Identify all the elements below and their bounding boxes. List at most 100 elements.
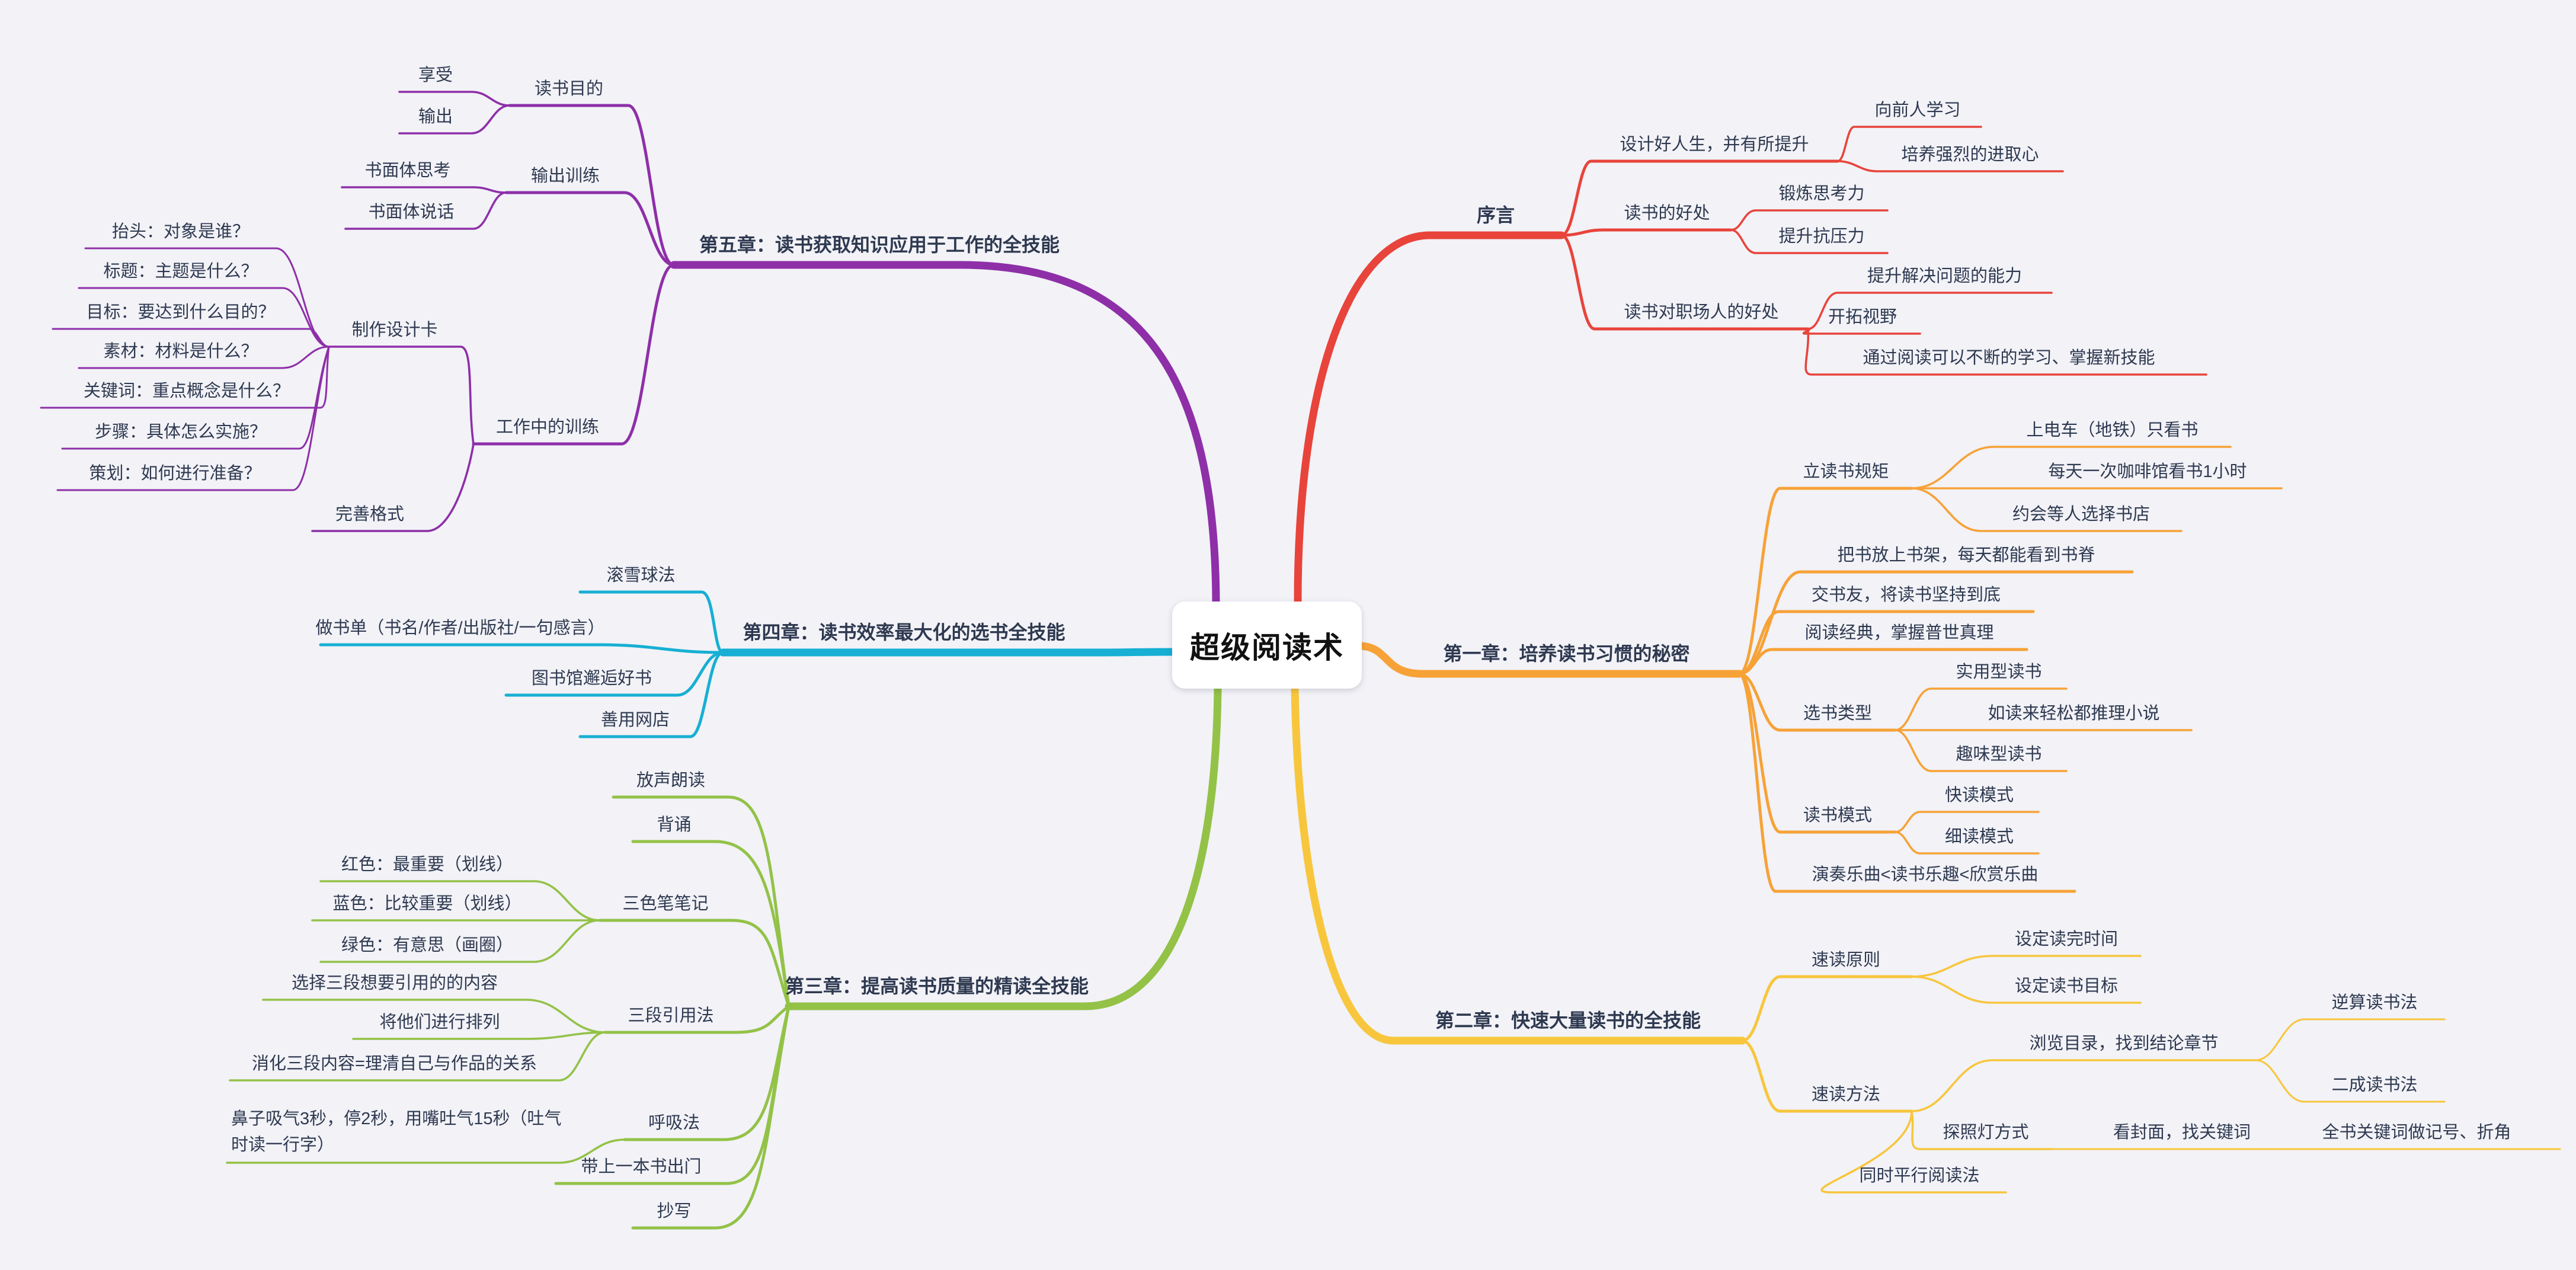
mind-node[interactable]: 演奏乐曲<读书乐趣<欣赏乐曲 xyxy=(1812,865,2039,884)
mind-node[interactable]: 读书对职场人的好处 xyxy=(1624,303,1779,322)
mind-node[interactable]: 二成读书法 xyxy=(2331,1076,2418,1095)
mind-node[interactable]: 鼻子吸气3秒，停2秒，用嘴吐气15秒（吐气时读一行字） xyxy=(231,1109,562,1154)
mind-node[interactable]: 三色笔笔记 xyxy=(622,894,709,913)
branch-edge xyxy=(472,263,676,446)
mind-node[interactable]: 设定读书目标 xyxy=(2014,977,2118,996)
branch-edge xyxy=(1894,811,2040,833)
branch-edge xyxy=(508,104,676,267)
mind-node[interactable]: 选择三段想要引用的的内容 xyxy=(291,974,498,993)
branch-edge xyxy=(1737,672,2076,893)
mind-node[interactable]: 提升抗压力 xyxy=(1778,227,1865,246)
mind-node[interactable]: 呼吸法 xyxy=(648,1114,700,1133)
central-topic[interactable]: 超级阅读术 xyxy=(1172,602,1362,689)
mind-node[interactable]: 实用型读书 xyxy=(1956,663,2042,682)
branch-edge xyxy=(319,643,725,654)
mind-node[interactable]: 速读方法 xyxy=(1811,1085,1880,1104)
mind-node[interactable]: 探照灯方式 xyxy=(1943,1123,2029,1142)
branch-label-chapter-1[interactable]: 第一章：培养读书习惯的秘密 xyxy=(1443,643,1690,664)
branch-edge xyxy=(78,287,330,348)
mind-node[interactable]: 素材：材料是什么？ xyxy=(103,342,258,361)
mind-node[interactable]: 步骤：具体怎么实施？ xyxy=(94,423,267,442)
mind-node[interactable]: 图书馆邂逅好书 xyxy=(531,669,652,688)
branch-edge xyxy=(328,346,475,445)
branch-edge xyxy=(1730,209,1889,231)
branch-edge xyxy=(578,651,725,738)
mind-node[interactable]: 书面体说话 xyxy=(368,203,455,222)
branch-edge xyxy=(229,1031,606,1082)
mind-node[interactable]: 红色：最重要（划线） xyxy=(341,855,513,874)
mind-node[interactable]: 三段引用法 xyxy=(628,1006,714,1025)
mind-node[interactable]: 设计好人生，并有所提升 xyxy=(1620,135,1809,154)
mind-node[interactable]: 做书单（书名/作者/出版社/一句感言） xyxy=(315,619,605,638)
mind-node[interactable]: 细读模式 xyxy=(1944,827,2014,846)
mind-node[interactable]: 逆算读书法 xyxy=(2331,993,2418,1012)
mind-node[interactable]: 向前人学习 xyxy=(1874,101,1961,120)
mind-node[interactable]: 浏览目录，找到结论章节 xyxy=(2029,1034,2219,1053)
mind-node[interactable]: 背诵 xyxy=(657,815,692,834)
mind-node[interactable]: 同时平行阅读法 xyxy=(1859,1166,1980,1185)
mind-node[interactable]: 如读来轻松都推理小说 xyxy=(1988,704,2160,723)
mind-node[interactable]: 输出训练 xyxy=(530,167,600,185)
mind-node[interactable]: 标题：主题是什么？ xyxy=(103,262,258,281)
mind-node[interactable]: 抬头：对象是谁？ xyxy=(111,222,249,241)
branch-label-chapter-2[interactable]: 第二章：快速大量读书的全技能 xyxy=(1435,1010,1701,1031)
mind-node[interactable]: 快读模式 xyxy=(1944,786,2014,805)
mind-node[interactable]: 将他们进行排列 xyxy=(379,1013,500,1032)
mind-node[interactable]: 看封面，找关键词 xyxy=(2113,1123,2251,1142)
branch-edge xyxy=(1911,487,2183,532)
mind-node[interactable]: 培养强烈的进取心 xyxy=(1901,145,2039,164)
mind-node[interactable]: 设定读完时间 xyxy=(2014,930,2118,949)
branch-edge xyxy=(1737,648,2028,676)
mind-node[interactable]: 上电车（地铁）只看书 xyxy=(2026,421,2199,440)
branch-edge xyxy=(504,191,676,267)
mind-node[interactable]: 速读原则 xyxy=(1811,951,1880,970)
mind-node[interactable]: 读书目的 xyxy=(534,79,603,98)
mind-node[interactable]: 工作中的训练 xyxy=(495,418,599,437)
branch-edge xyxy=(631,840,791,1008)
branch-label-preface[interactable]: 序言 xyxy=(1476,204,1515,226)
mind-node[interactable]: 完善格式 xyxy=(335,505,404,524)
mind-node[interactable]: 选书类型 xyxy=(1803,704,1872,723)
mind-node[interactable]: 带上一本书出门 xyxy=(581,1157,702,1176)
mind-node[interactable]: 滚雪球法 xyxy=(606,566,676,585)
mind-node[interactable]: 享受 xyxy=(418,66,453,85)
mind-node[interactable]: 通过阅读可以不断的学习、掌握新技能 xyxy=(1863,348,2155,367)
branch-label-chapter-3[interactable]: 第三章：提高读书质量的精读全技能 xyxy=(785,975,1089,997)
mind-node[interactable]: 蓝色：比较重要（划线） xyxy=(332,894,522,913)
branch-edge xyxy=(1894,729,2068,772)
branch-edge xyxy=(226,1138,626,1164)
mind-node[interactable]: 趣味型读书 xyxy=(1956,745,2042,764)
mind-node[interactable]: 输出 xyxy=(418,107,453,126)
mind-node[interactable]: 读书的好处 xyxy=(1624,204,1710,223)
mind-node[interactable]: 放声朗读 xyxy=(636,771,705,790)
branch-edge xyxy=(1357,642,1743,678)
branch-edge xyxy=(1911,955,2142,978)
branch-edge xyxy=(1560,159,1839,237)
branch-label-chapter-5[interactable]: 第五章：读书获取知识应用于工作的全技能 xyxy=(699,234,1060,255)
mind-node[interactable]: 关键词：重点概念是什么？ xyxy=(83,382,290,401)
mind-node[interactable]: 立读书规矩 xyxy=(1803,462,1889,481)
branch-edge xyxy=(1737,672,1897,834)
mind-node[interactable]: 阅读经典，掌握普世真理 xyxy=(1804,623,1994,642)
mind-node[interactable]: 书面体思考 xyxy=(364,161,451,180)
mind-node[interactable]: 全书关键词做记号、折角 xyxy=(2322,1123,2511,1142)
mind-node[interactable]: 交书友，将读书坚持到底 xyxy=(1811,586,2001,604)
mind-node[interactable]: 善用网店 xyxy=(600,711,670,730)
mind-node[interactable]: 读书模式 xyxy=(1803,806,1872,825)
branch-edge xyxy=(670,261,1220,606)
mind-node[interactable]: 开拓视野 xyxy=(1828,308,1897,327)
mind-node[interactable]: 消化三段内容=理清自己与作品的关系 xyxy=(252,1054,537,1073)
mind-node[interactable]: 每天一次咖啡馆看书1小时 xyxy=(2048,462,2247,481)
mind-node[interactable]: 把书放上书架，每天都能看到书脊 xyxy=(1837,546,2095,565)
branch-label-chapter-4[interactable]: 第四章：读书效率最大化的选书全技能 xyxy=(743,622,1065,643)
branch-edge xyxy=(598,919,791,1008)
mind-node[interactable]: 绿色：有意思（画圈） xyxy=(341,936,513,955)
mind-node[interactable]: 提升解决问题的能力 xyxy=(1867,267,2022,286)
mind-node[interactable]: 制作设计卡 xyxy=(351,321,438,340)
mind-node[interactable]: 抄写 xyxy=(657,1202,692,1221)
mind-node[interactable]: 约会等人选择书店 xyxy=(2012,505,2150,524)
mind-node[interactable]: 策划：如何进行准备？ xyxy=(89,464,261,483)
mind-node[interactable]: 目标：要达到什么目的？ xyxy=(86,303,276,322)
mind-node[interactable]: 锻炼思考力 xyxy=(1778,184,1865,203)
